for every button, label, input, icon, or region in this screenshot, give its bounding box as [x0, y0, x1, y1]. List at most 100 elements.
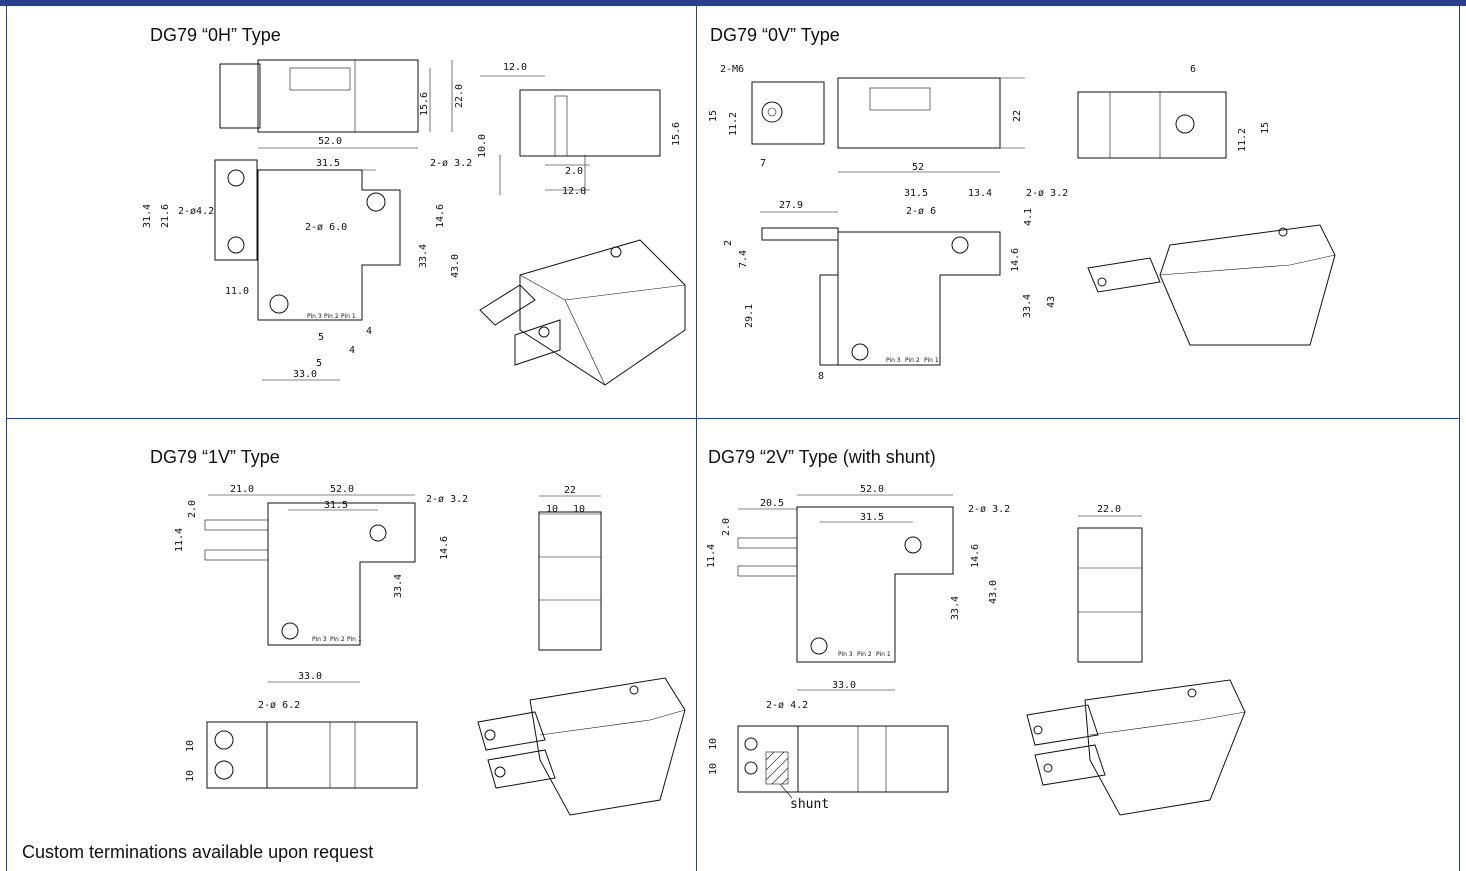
side-view-0v — [1077, 91, 1227, 159]
dim-0h-s: 5 — [318, 332, 324, 343]
dim-0h-b: 22.0 — [454, 84, 465, 108]
dim-0v-n: 27.9 — [779, 200, 803, 211]
dim-0v-j: 31.5 — [904, 188, 928, 199]
dim-0h-l: 2-ø 6.0 — [305, 222, 347, 233]
top-view-0h — [219, 59, 453, 133]
drawing-2v: 20.5 52.0 31.5 2-ø 3.2 2.0 11.4 14.6 43.… — [706, 484, 1246, 816]
side-view-0h — [480, 75, 661, 195]
dim-2v-k: 22.0 — [1097, 504, 1121, 515]
right-border — [1459, 6, 1460, 871]
dim-1v-b: 52.0 — [330, 484, 354, 495]
dim-2v-g: 14.6 — [970, 544, 981, 568]
panel-title-2v: DG79 “2V” Type (with shunt) — [708, 447, 936, 467]
dim-0v-l: 2-ø 3.2 — [1026, 188, 1068, 199]
dim-0v-k: 13.4 — [968, 188, 992, 199]
dim-2v-c: 31.5 — [860, 512, 884, 523]
dim-0h-e: 15.6 — [671, 122, 682, 146]
dim-1v-e: 2.0 — [187, 500, 198, 518]
pin3-label-0v: Pin 3 — [886, 357, 901, 364]
dim-2v-l: 2-ø 4.2 — [766, 700, 808, 711]
dim-1v-j: 22 — [564, 485, 576, 496]
dim-0v-t: 33.4 — [1022, 294, 1033, 318]
panel-title-0h: DG79 “0H” Type — [150, 25, 281, 45]
dim-2v-j: 33.0 — [832, 680, 856, 691]
pin3-label-0h: Pin 3 — [307, 313, 322, 320]
dim-0h-q: 43.0 — [450, 254, 461, 278]
panel-divider-vertical — [696, 6, 697, 871]
front-view-1v — [204, 494, 416, 683]
dim-0v-f: 6 — [1190, 64, 1196, 75]
pin1-label-1v: Pin 1 — [347, 636, 362, 643]
dim-2v-f: 11.4 — [706, 544, 717, 568]
dim-1v-c: 31.5 — [324, 500, 348, 511]
dim-0v-c: 11.2 — [728, 112, 739, 136]
dim-2v-d: 2-ø 3.2 — [968, 504, 1010, 515]
drawing-0h: 15.6 22.0 12.0 10.0 15.6 2.0 12.0 — [142, 59, 686, 386]
front-view-2v — [737, 494, 954, 691]
drawing-0v: 2-M6 15 11.2 7 22 6 11.2 15 52 31.5 13.4… — [708, 64, 1336, 382]
footnote: Custom terminations available upon reque… — [22, 842, 374, 862]
dim-0h-w: 33.0 — [293, 369, 317, 380]
dim-0h-m: 31.4 — [142, 204, 153, 228]
dim-1v-g: 14.6 — [439, 536, 450, 560]
iso-view-2v — [1026, 679, 1246, 816]
dim-0v-r: 14.6 — [1010, 248, 1021, 272]
dim-0h-p: 33.4 — [418, 244, 429, 268]
shunt-label: shunt — [790, 797, 829, 812]
dim-0h-g: 12.0 — [562, 186, 586, 197]
panel-divider-horizontal — [6, 418, 1460, 419]
pin2-label-1v: Pin 2 — [330, 636, 345, 643]
dim-0v-p: 7.4 — [738, 250, 749, 268]
dim-1v-a: 21.0 — [230, 484, 254, 495]
dim-0h-v: 4 — [349, 345, 355, 356]
dim-0h-c: 12.0 — [503, 62, 527, 73]
panel-title-1v: DG79 “1V” Type — [150, 447, 280, 467]
dim-0h-n: 21.6 — [160, 204, 171, 228]
front-view-0v — [760, 171, 1001, 366]
dim-2v-h: 43.0 — [988, 580, 999, 604]
dim-0h-i: 31.5 — [316, 158, 340, 169]
dim-1v-m: 2-ø 6.2 — [258, 700, 300, 711]
dim-0v-b: 15 — [708, 110, 719, 122]
pin2-label-0h: Pin 2 — [324, 313, 339, 320]
dim-1v-k: 10 — [546, 504, 558, 515]
dim-2v-n: 10 — [708, 763, 719, 775]
dim-0h-u: 5 — [316, 358, 322, 369]
pin3-label-1v: Pin 3 — [312, 636, 327, 643]
dim-2v-b: 52.0 — [860, 484, 884, 495]
top-accent-bar — [0, 0, 1466, 6]
dim-2v-a: 20.5 — [760, 498, 784, 509]
iso-view-0v — [1087, 224, 1336, 346]
dim-0v-e: 22 — [1012, 110, 1023, 122]
top-view-0v — [751, 77, 1025, 149]
dim-0h-t: 4 — [366, 326, 372, 337]
dim-1v-i: 33.0 — [298, 671, 322, 682]
dim-0v-m: 2-ø 6 — [906, 206, 936, 217]
pin1-label-0h: Pin 1 — [341, 313, 356, 320]
dim-0h-f: 2.0 — [565, 166, 583, 177]
dim-0h-o: 14.6 — [435, 204, 446, 228]
dim-1v-o: 10 — [185, 770, 196, 782]
dim-0v-d: 7 — [760, 158, 766, 169]
pin3-label-2v: Pin 3 — [838, 651, 853, 658]
dim-0v-v: 8 — [818, 371, 824, 382]
pin1-label-2v: Pin 1 — [876, 651, 891, 658]
dim-0v-q: 4.1 — [1023, 208, 1034, 226]
dim-2v-m: 10 — [708, 738, 719, 750]
dim-0v-i: 52 — [912, 162, 924, 173]
side-view-1v — [538, 495, 602, 651]
drawing-1v: 21.0 52.0 31.5 2-ø 3.2 2.0 11.4 14.6 33.… — [174, 484, 686, 816]
side-view-2v — [1077, 515, 1143, 663]
dim-1v-n: 10 — [185, 740, 196, 752]
dim-2v-e: 2.0 — [721, 518, 732, 536]
dim-0h-k: 2-ø4.2 — [178, 206, 214, 217]
dim-0v-u: 43 — [1046, 296, 1057, 308]
dim-0h-j: 2-ø 3.2 — [430, 158, 472, 169]
dim-0h-d: 10.0 — [477, 134, 488, 158]
bottom-view-1v — [206, 721, 418, 789]
iso-view-1v — [477, 677, 686, 816]
pin2-label-0v: Pin 2 — [905, 357, 920, 364]
dim-0v-s: 29.1 — [744, 304, 755, 328]
left-border — [6, 6, 7, 871]
